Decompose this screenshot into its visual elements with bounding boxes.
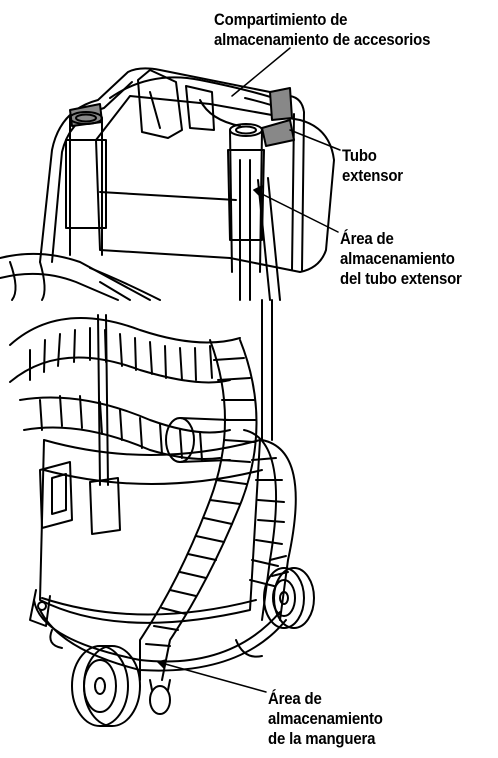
hose-storage-line1: Área de bbox=[268, 689, 322, 708]
left-tube bbox=[65, 111, 107, 256]
main-hose bbox=[139, 339, 297, 681]
leader-lines-top bbox=[231, 47, 341, 233]
wand-storage-label: Área de almacenamiento del tubo extensor bbox=[340, 229, 462, 289]
hose-storage-line2: almacenamiento bbox=[268, 709, 383, 728]
wand-storage-line3: del tubo extensor bbox=[340, 269, 462, 288]
accessory-caddy-view bbox=[0, 67, 335, 301]
wand-leader bbox=[289, 129, 341, 151]
hose-storage-label: Área de almacenamiento de la manguera bbox=[268, 689, 383, 749]
wand-storage-leader bbox=[253, 189, 339, 233]
wand-storage-line1: Área de bbox=[340, 229, 394, 248]
wand-tube bbox=[227, 123, 265, 301]
front-wheel bbox=[71, 645, 141, 727]
wand-storage-line2: almacenamiento bbox=[340, 249, 455, 268]
caddy-wheel bbox=[0, 252, 161, 301]
accessory-storage-label: Compartimiento de almacenamiento de acce… bbox=[214, 10, 430, 50]
right-wheel bbox=[263, 567, 315, 629]
vac-dolly bbox=[29, 589, 287, 672]
strap-right bbox=[269, 87, 293, 121]
extension-wand-line1: Tubo bbox=[342, 146, 377, 165]
shop-vac-view bbox=[9, 299, 315, 727]
caddy-frame bbox=[39, 67, 305, 271]
leader-lines-bottom bbox=[157, 659, 267, 693]
extension-wand-line2: extensor bbox=[342, 166, 403, 185]
caster bbox=[149, 679, 171, 715]
hose-coil bbox=[9, 317, 241, 461]
accessory-storage-line2: almacenamiento de accesorios bbox=[214, 30, 431, 49]
extension-wand-label: Tubo extensor bbox=[342, 146, 403, 186]
accessory-leader bbox=[231, 47, 291, 97]
hose-storage-line3: de la manguera bbox=[268, 729, 376, 748]
vac-canister bbox=[39, 417, 263, 624]
hose-storage-leader bbox=[157, 661, 267, 693]
accessory-storage-line1: Compartimiento de bbox=[214, 10, 348, 29]
accessory-bag bbox=[95, 95, 335, 273]
